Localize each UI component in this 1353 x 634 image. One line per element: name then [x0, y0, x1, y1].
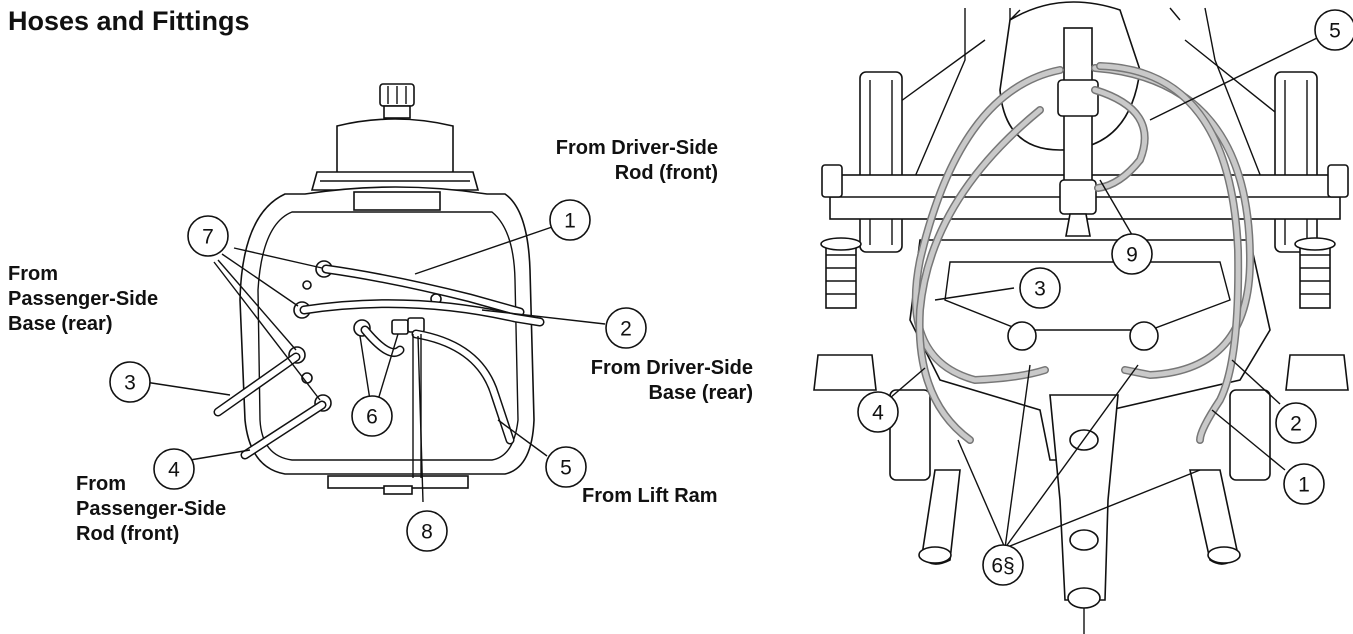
hoses	[213, 264, 545, 478]
svg-text:4: 4	[872, 402, 884, 425]
label-passenger-side-base-rear: From Passenger-Side Base (rear)	[8, 263, 159, 335]
reservoir-diagram: 1 2 3 4 5 6 7 8	[109, 83, 647, 552]
svg-text:4: 4	[168, 459, 180, 482]
svg-text:3: 3	[124, 372, 136, 395]
callout-r1: 1	[1283, 463, 1325, 505]
svg-text:6: 6	[366, 406, 378, 429]
reservoir-tank	[239, 186, 535, 495]
right-leader-lines	[889, 37, 1318, 549]
svg-text:3: 3	[1034, 278, 1046, 301]
label-driver-side-rod-front: From Driver-Side Rod (front)	[555, 137, 718, 184]
callout-r9: 9	[1111, 233, 1153, 275]
svg-text:1: 1	[1298, 474, 1310, 497]
callout-r6: 6§	[982, 544, 1024, 586]
routed-hoses	[911, 62, 1255, 444]
callout-r5: 5	[1314, 9, 1353, 51]
reservoir-cap	[310, 83, 480, 191]
page-title: Hoses and Fittings	[8, 6, 250, 36]
callout-3: 3	[109, 361, 151, 403]
callout-r3: 3	[1019, 267, 1061, 309]
frame	[813, 1, 1349, 634]
callout-5: 5	[545, 446, 587, 488]
svg-text:2: 2	[620, 318, 632, 341]
callout-1: 1	[549, 199, 591, 241]
svg-text:9: 9	[1126, 244, 1138, 267]
leader-lines	[144, 225, 606, 503]
svg-text:1: 1	[564, 210, 576, 233]
label-driver-side-base-rear: From Driver-Side Base (rear)	[590, 357, 753, 404]
svg-text:5: 5	[1329, 20, 1341, 43]
svg-text:5: 5	[560, 457, 572, 480]
callout-7: 7	[187, 215, 229, 257]
callout-4: 4	[153, 448, 195, 490]
callout-6: 6	[351, 395, 393, 437]
callout-r4: 4	[857, 391, 899, 433]
svg-text:2: 2	[1290, 413, 1302, 436]
label-lift-ram: From Lift Ram	[582, 485, 718, 507]
callout-2: 2	[605, 307, 647, 349]
callout-8: 8	[406, 510, 448, 552]
label-passenger-side-rod-front: From Passenger-Side Rod (front)	[76, 473, 227, 545]
svg-text:8: 8	[421, 521, 433, 544]
svg-text:6§: 6§	[991, 555, 1014, 578]
svg-text:7: 7	[202, 226, 214, 249]
callout-r2: 2	[1275, 402, 1317, 444]
